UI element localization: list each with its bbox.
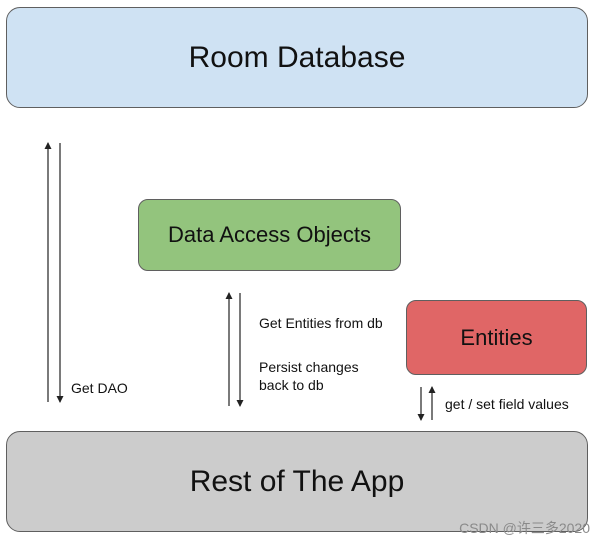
persist-changes-label: Persist changes back to db <box>259 359 359 393</box>
data-access-objects-label: Data Access Objects <box>168 222 371 247</box>
entities-label: Entities <box>460 324 533 350</box>
rest-of-app-box: Rest of The App <box>6 431 588 532</box>
room-database-box: Room Database <box>6 7 588 108</box>
get-dao-label: Get DAO <box>71 380 128 396</box>
room-database-label: Room Database <box>188 40 406 74</box>
rest-of-app-label: Rest of The App <box>189 464 405 498</box>
data-access-objects-box: Data Access Objects <box>138 199 401 271</box>
entities-box: Entities <box>406 300 587 375</box>
watermark: CSDN @许三多2020 <box>459 520 590 536</box>
field-values-label: get / set field values <box>445 396 569 412</box>
get-entities-label: Get Entities from db <box>259 315 383 331</box>
